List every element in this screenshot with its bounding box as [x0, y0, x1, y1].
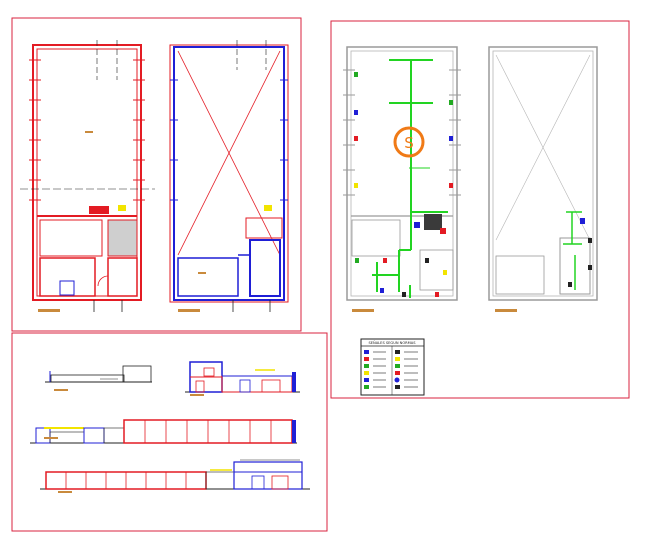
plan-architectural	[20, 40, 155, 312]
plan-label-bar	[495, 309, 517, 312]
plan-label-bar	[178, 309, 200, 312]
plan-grey-structural	[488, 46, 598, 312]
signage-markers	[354, 72, 453, 297]
legend-symbols	[364, 350, 418, 389]
plan-label-bar	[38, 309, 60, 312]
signage-symbol-letter: S	[404, 134, 414, 152]
elevation-long-2	[40, 459, 310, 493]
elevation-1	[45, 365, 152, 391]
frame-floor-plans	[11, 17, 302, 332]
frame-elevations	[11, 332, 328, 532]
frame-signage-plans	[330, 20, 630, 399]
plan-structural	[169, 40, 289, 312]
legend: SEÑALES SEGUN NORMAS	[360, 338, 425, 396]
plan-signage: S	[343, 46, 461, 312]
plan-label-bar	[352, 309, 374, 312]
legend-title: SEÑALES SEGUN NORMAS	[368, 340, 416, 345]
signage-symbol-circle	[393, 126, 425, 158]
section-1	[185, 361, 300, 396]
elevation-long-1	[30, 419, 297, 444]
